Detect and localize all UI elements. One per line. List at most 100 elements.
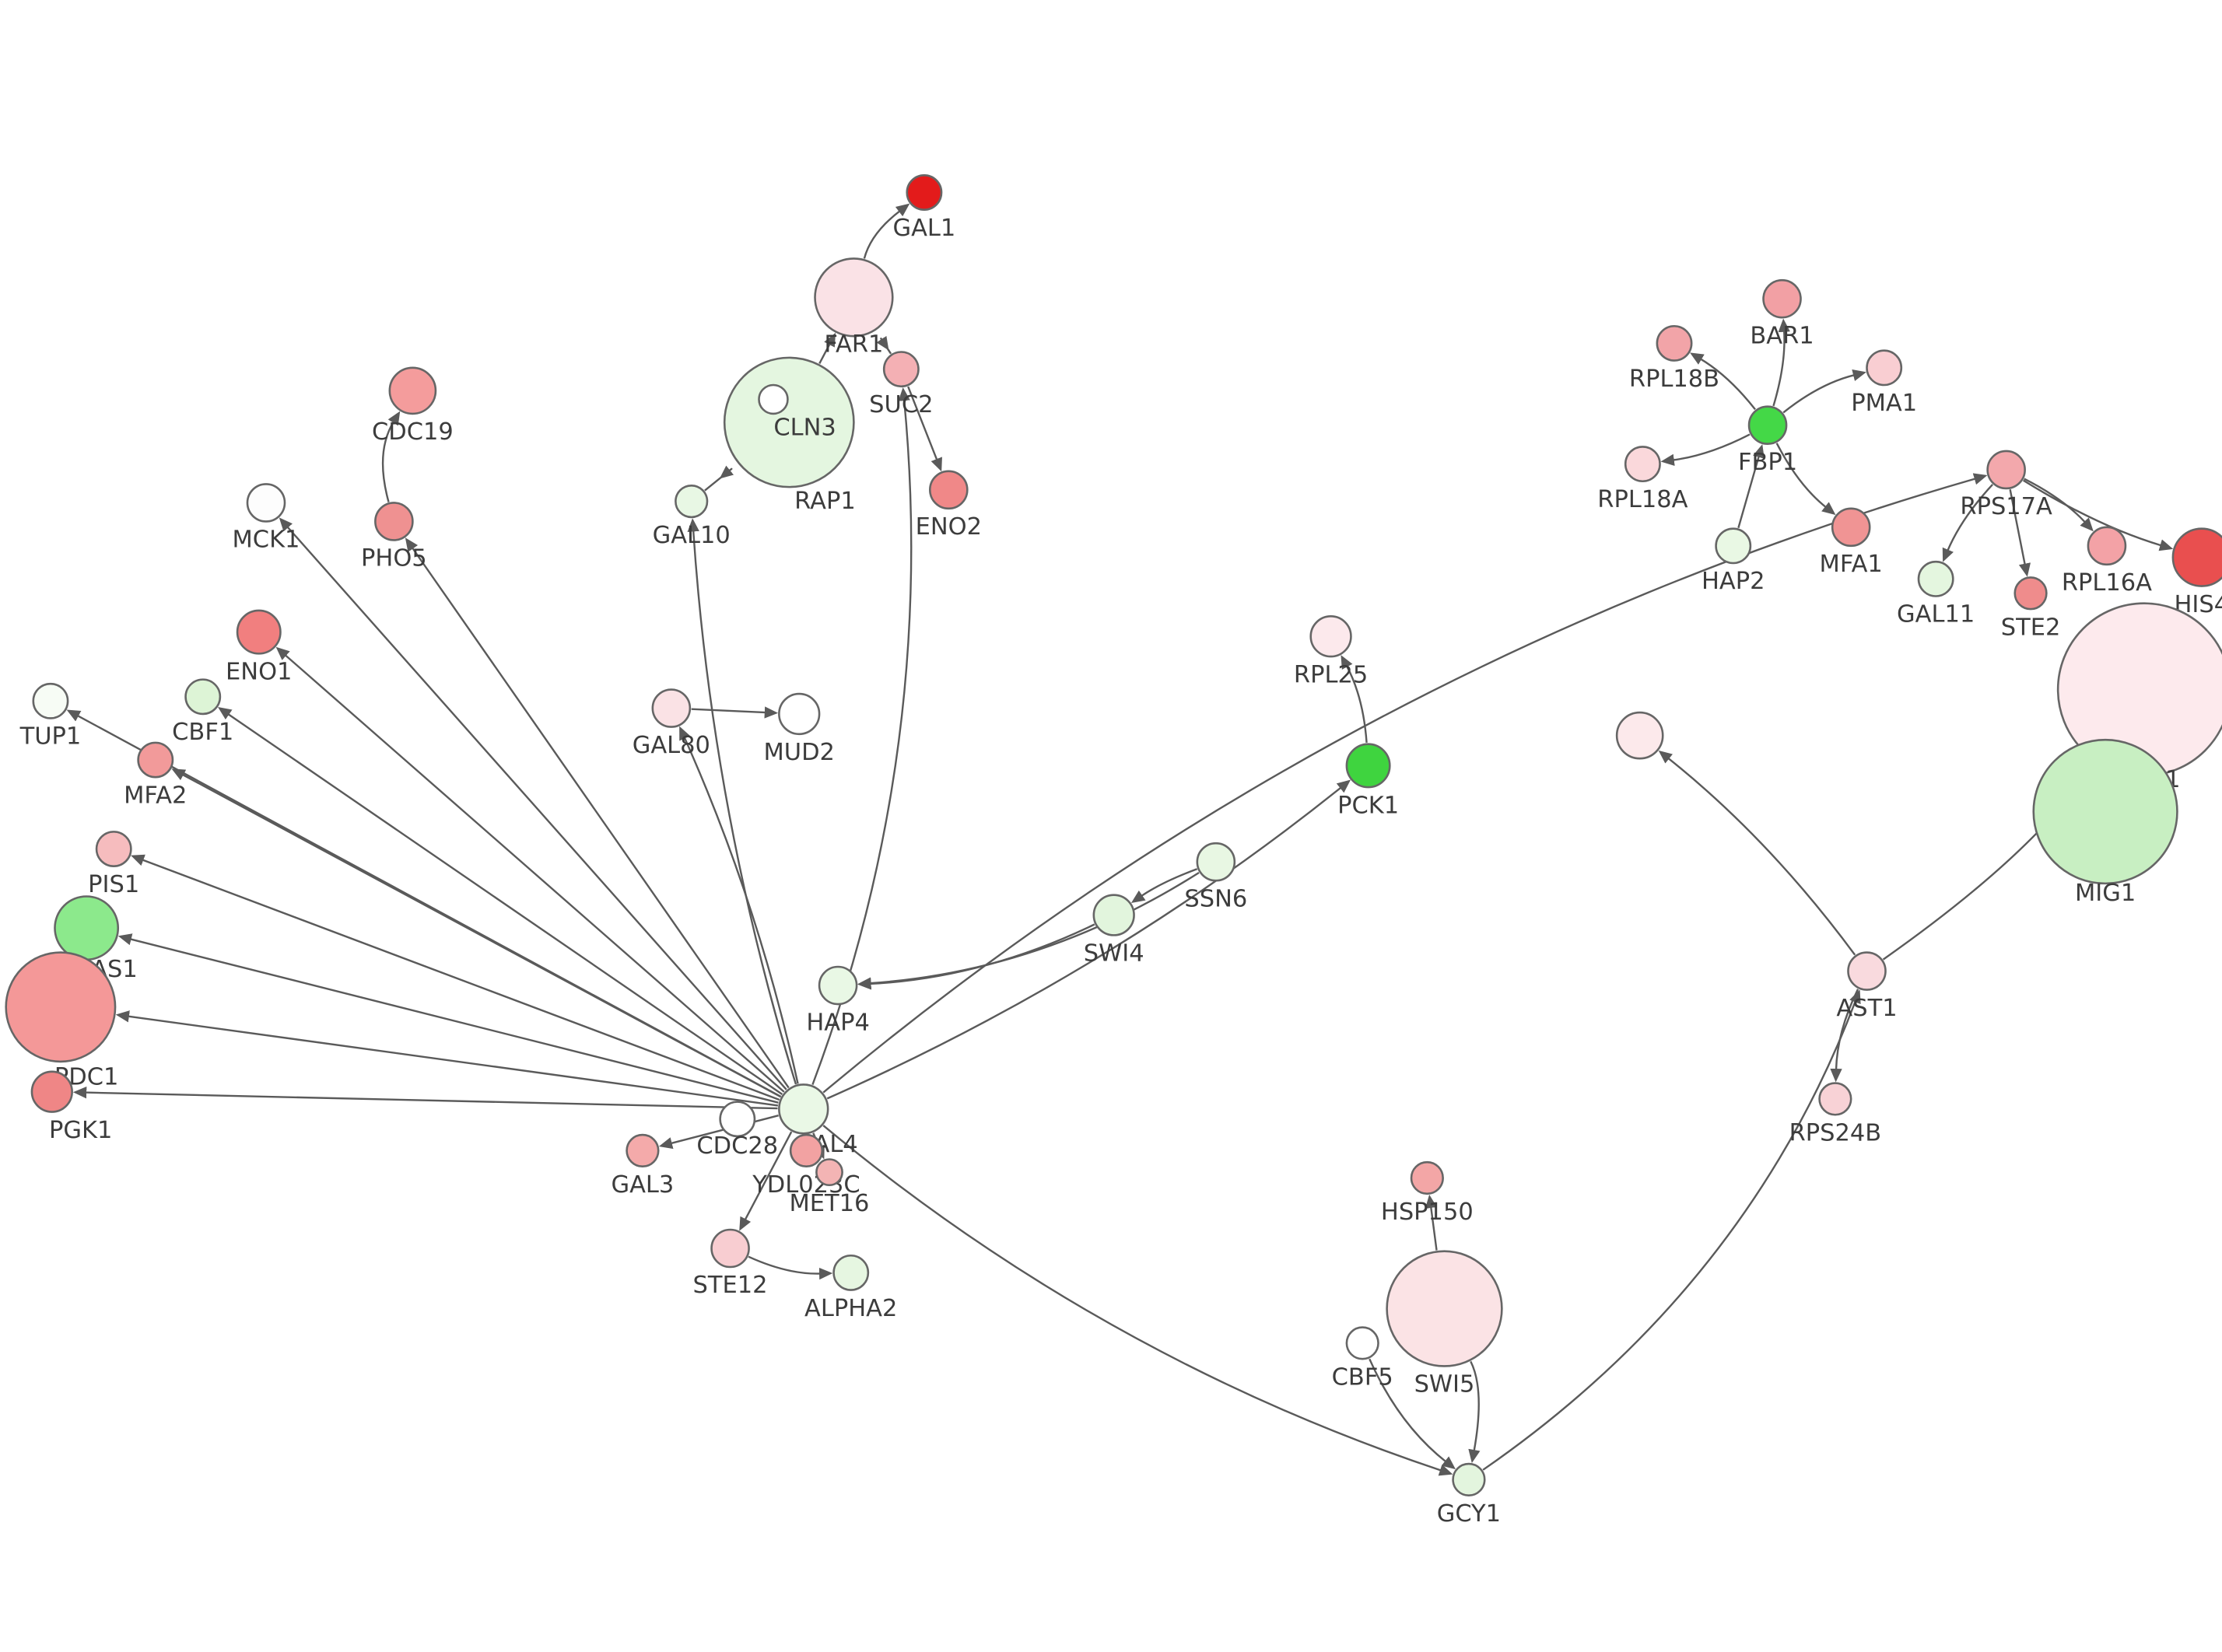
rpl18b-node-circle[interactable] [1656,324,1693,362]
cbf1-node-circle[interactable] [184,678,222,716]
edge-gal80-mud2[interactable] [691,706,779,719]
node-ssn6[interactable]: SSN6 [1184,842,1247,912]
hsp150-node-circle[interactable] [1410,1160,1444,1195]
rpl16a-node-circle[interactable] [2087,526,2127,566]
rpl25-node-circle[interactable] [1309,615,1352,658]
gcy1-node-circle[interactable] [1452,1462,1486,1496]
edge-swi5-gcy1[interactable] [1468,1360,1481,1464]
edge-swi4-hap4[interactable] [857,923,1095,990]
edge-gal4-pck1[interactable] [826,779,1351,1100]
mck1-node-circle[interactable] [246,483,286,523]
ste2-node-circle[interactable] [2013,576,2048,611]
pgk1-node-circle[interactable] [30,1070,73,1113]
gal10-node-circle[interactable] [675,484,709,519]
edge-rps17a-ste2[interactable] [2009,489,2031,577]
mfa1-node-circle[interactable] [1831,507,1871,548]
edge-pho5-cdc19[interactable] [381,411,401,502]
edge-rps17a-gal11[interactable] [1942,484,1993,562]
edge-far1-gal1[interactable] [863,203,910,259]
pdc1-node-circle[interactable] [5,951,117,1063]
node-pho5[interactable]: PHO5 [361,502,427,572]
edge-gal4-ste12[interactable] [739,1131,793,1231]
node-cdc28[interactable]: CDC28 [696,1101,778,1160]
edge-suc2-eno2[interactable] [907,386,942,472]
node-tup1[interactable]: TUP1 [19,682,82,751]
gal11-node-circle[interactable] [1917,560,1954,597]
ras1-node-circle[interactable] [54,895,120,961]
met16-node-circle[interactable] [815,1158,843,1187]
node-cln3[interactable]: CLN3 [723,356,855,488]
swi5-node-circle[interactable] [1386,1250,1503,1367]
edge-gal4-gal80[interactable] [679,726,799,1084]
gal80-node-circle[interactable] [651,688,692,728]
node-gal1[interactable]: GAL1 [892,174,955,242]
node-gal11[interactable]: GAL11 [1897,560,1975,628]
node-mck1[interactable]: MCK1 [233,483,300,554]
edge-fbp1-rpl18a[interactable] [1660,433,1751,466]
node-cbf5[interactable]: CBF5 [1332,1326,1393,1391]
mig1-node-circle[interactable] [2032,738,2178,885]
rpl18a-node-circle[interactable] [1624,446,1661,483]
node-gal3[interactable]: GAL3 [611,1133,674,1199]
rap1-node-circle[interactable] [758,383,789,415]
rps24b-node-circle[interactable] [1818,1082,1852,1116]
ydl023c-node-circle[interactable] [789,1133,824,1168]
edge-fbp1-mfa1[interactable] [1775,443,1836,516]
node-pis1[interactable]: PIS1 [88,831,139,898]
node-rps24b[interactable]: RPS24B [1789,1082,1882,1147]
ste12-node-circle[interactable] [710,1228,750,1269]
edge-gal4-mck1[interactable] [279,517,787,1090]
edge-cbf5-gcy1[interactable] [1369,1358,1456,1470]
node-mfa2[interactable]: MFA2 [124,741,187,810]
cdc28-node-circle[interactable] [719,1101,756,1138]
edge-ste12-alpha2[interactable] [748,1255,833,1280]
node-gal10[interactable]: GAL10 [653,484,731,549]
rps17a-node-circle[interactable] [1986,450,2026,490]
node-hap4[interactable]: HAP4 [806,965,870,1036]
mfa2-node-circle[interactable] [137,741,174,779]
alpha2-node-circle[interactable] [832,1254,870,1291]
hap4-node-circle[interactable] [818,965,858,1006]
edge-gal4-ras1[interactable] [117,933,779,1104]
pck1-node-circle[interactable] [1345,743,1391,789]
edge-gal4-pdc1[interactable] [115,1010,779,1107]
edge-ast1-anon[interactable] [1658,750,1856,956]
unlabeled-node-circle[interactable] [1615,711,1664,760]
node-rpl16a[interactable]: RPL16A [2062,526,2152,597]
swi4-node-circle[interactable] [1092,894,1135,936]
ast1-node-circle[interactable] [1847,951,1887,991]
pis1-node-circle[interactable] [95,831,132,868]
node-swi4[interactable]: SWI4 [1084,894,1144,968]
his4-node-circle[interactable] [2171,527,2222,587]
node-rpl25[interactable]: RPL25 [1294,615,1368,688]
node-mud2[interactable]: MUD2 [763,692,835,766]
ssn6-node-circle[interactable] [1196,842,1236,882]
node-suc2[interactable]: SUC2 [869,351,934,419]
edge-gal4-eno1[interactable] [275,646,785,1093]
node-mig1[interactable]: MIG1 [2032,738,2178,907]
gal4-node-circle[interactable] [778,1083,829,1135]
node-hsp150[interactable]: HSP150 [1381,1160,1474,1226]
node-pdc1[interactable]: PDC1 [5,951,119,1091]
node-eno1[interactable]: ENO1 [226,609,292,686]
hap2-node-circle[interactable] [1715,527,1752,565]
node-pck1[interactable]: PCK1 [1337,743,1399,820]
node-gcy1[interactable]: GCY1 [1437,1462,1501,1528]
node-gal80[interactable]: GAL80 [633,688,710,759]
node-unlabeled[interactable] [1615,711,1664,760]
suc2-node-circle[interactable] [882,351,920,388]
pma1-node-circle[interactable] [1866,349,1903,387]
edge-gal4-gal10[interactable] [687,518,797,1085]
gal3-node-circle[interactable] [626,1133,660,1168]
node-met16[interactable]: MET16 [790,1158,870,1217]
edge-swi5-hsp150[interactable] [1425,1194,1438,1251]
node-ast1[interactable]: AST1 [1836,951,1898,1022]
cbf5-node-circle[interactable] [1345,1326,1379,1360]
edge-gal4-pis1[interactable] [131,854,780,1101]
edge-hap2-fbp1[interactable] [1737,444,1765,529]
node-cdc19[interactable]: CDC19 [372,366,454,446]
node-far1[interactable]: FAR1 [814,257,894,359]
edge-cln3-far1[interactable] [818,332,836,365]
edge-pck1-rpl25[interactable] [1341,655,1368,743]
node-rpl18b[interactable]: RPL18B [1629,324,1719,393]
